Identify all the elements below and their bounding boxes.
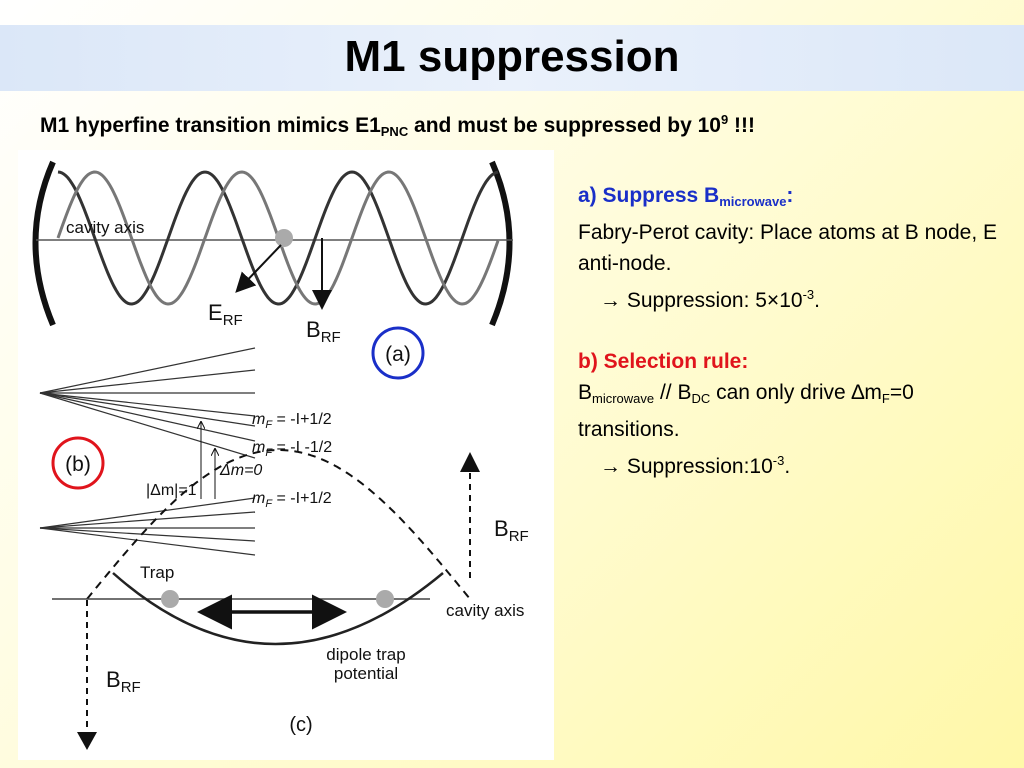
b-rf-left-arrowhead <box>77 732 97 750</box>
slide-subtitle: M1 hyperfine transition mimics E1PNC and… <box>40 112 755 139</box>
lower-fan-lines <box>39 497 256 556</box>
title-band <box>0 25 1024 91</box>
mf-level-3: mF = -I+1/2 <box>252 490 332 510</box>
b-line-sub1: microwave <box>592 391 655 406</box>
section-a-result: → Suppression: 5×10-3. <box>578 279 1008 316</box>
cavity-axis-label-c: cavity axis <box>446 601 524 620</box>
b-rf-label-a: BRF <box>306 317 341 346</box>
atom-a <box>275 229 293 247</box>
section-a-result-tail: . <box>814 289 820 312</box>
delta-m0-label: Δm=0 <box>219 462 262 479</box>
result-arrow-b: → <box>600 455 621 478</box>
section-b-body: Bmicrowave // BDC can only drive ∆mF=0 t… <box>578 377 1008 445</box>
section-a-heading-sub: microwave <box>719 194 787 209</box>
mf-level-2: mF = -I -1/2 <box>252 439 332 459</box>
section-a-body: Fabry-Perot cavity: Place atoms at B nod… <box>578 221 998 275</box>
dipole-trap-curve <box>112 572 444 646</box>
b-line-mid2: can only drive ∆m <box>710 381 882 404</box>
dipole-label-line1: dipole trap <box>326 645 405 664</box>
panel-b-label: (b) <box>65 453 91 476</box>
section-b-result-tail: . <box>784 455 791 478</box>
section-b-result-sup: -3 <box>772 453 785 468</box>
section-a-result-prefix: Suppression: 5×10 <box>626 289 803 312</box>
b-line-tail: =0 transitions. <box>578 381 914 441</box>
b-line-sub3: F <box>881 391 890 406</box>
b-rf-label-right: BRF <box>494 516 529 545</box>
section-b-heading: b) Selection rule: <box>578 350 749 373</box>
subtitle-middle: and must be suppressed by 10 <box>408 114 721 137</box>
panel-a-circle <box>371 326 425 380</box>
physics-figure: cavity axis ERF BRF (a) <box>18 150 554 760</box>
right-column: a) Suppress Bmicrowave: Fabry-Perot cavi… <box>578 180 1008 482</box>
mf-level-1: mF = -I+1/2 <box>252 411 332 431</box>
panel-a-label: (a) <box>385 343 411 366</box>
abs-delta-m1-label: |Δm|=1 <box>146 482 197 499</box>
b-line-sub2: DC <box>691 391 711 406</box>
result-arrow-a: → <box>600 289 621 312</box>
section-a-heading-colon: : <box>786 184 794 207</box>
subtitle-sup: 9 <box>720 112 729 127</box>
e-rf-label: ERF <box>208 300 243 329</box>
subtitle-tail: !!! <box>728 114 756 137</box>
section-a-heading: a) Suppress Bmicrowave: <box>578 180 1008 217</box>
atom-c-right <box>376 590 394 608</box>
cavity-axis-label-a: cavity axis <box>66 218 144 237</box>
b-rf-label-left: BRF <box>106 667 141 696</box>
b-line-prefix: B <box>578 381 593 404</box>
panel-b-circle <box>51 436 105 490</box>
dipole-label-line2: potential <box>334 664 398 683</box>
trap-label: Trap <box>140 563 174 582</box>
left-mirror <box>32 160 56 327</box>
upper-fan-lines <box>39 347 256 459</box>
e-arrow <box>235 244 282 293</box>
slide-title: M1 suppression <box>344 32 680 81</box>
b-field-wave <box>57 170 499 306</box>
section-a-heading-prefix: a) Suppress B <box>578 184 720 207</box>
panel-c: Trap cavity axis BRF BRF dipole trap pot… <box>52 449 529 750</box>
b-line-mid: // B <box>654 381 692 404</box>
section-b-result: → Suppression:10-3. <box>578 445 1008 482</box>
section-a-result-sup: -3 <box>802 287 815 302</box>
figure-svg: cavity axis ERF BRF (a) <box>32 160 529 750</box>
section-b-result-prefix: Suppression:10 <box>626 455 773 478</box>
subtitle-text: M1 hyperfine transition mimics E1 <box>40 114 381 137</box>
panel-a: cavity axis ERF BRF (a) <box>32 160 513 380</box>
panel-b: mF = -I+1/2 mF = -I -1/2 mF = -I+1/2 Δm=… <box>39 347 332 556</box>
b-rf-right-arrowhead <box>460 452 480 472</box>
atom-c-left <box>161 590 179 608</box>
right-mirror <box>489 160 513 327</box>
subtitle-sub: PNC <box>380 124 409 139</box>
panel-c-label: (c) <box>289 714 312 736</box>
